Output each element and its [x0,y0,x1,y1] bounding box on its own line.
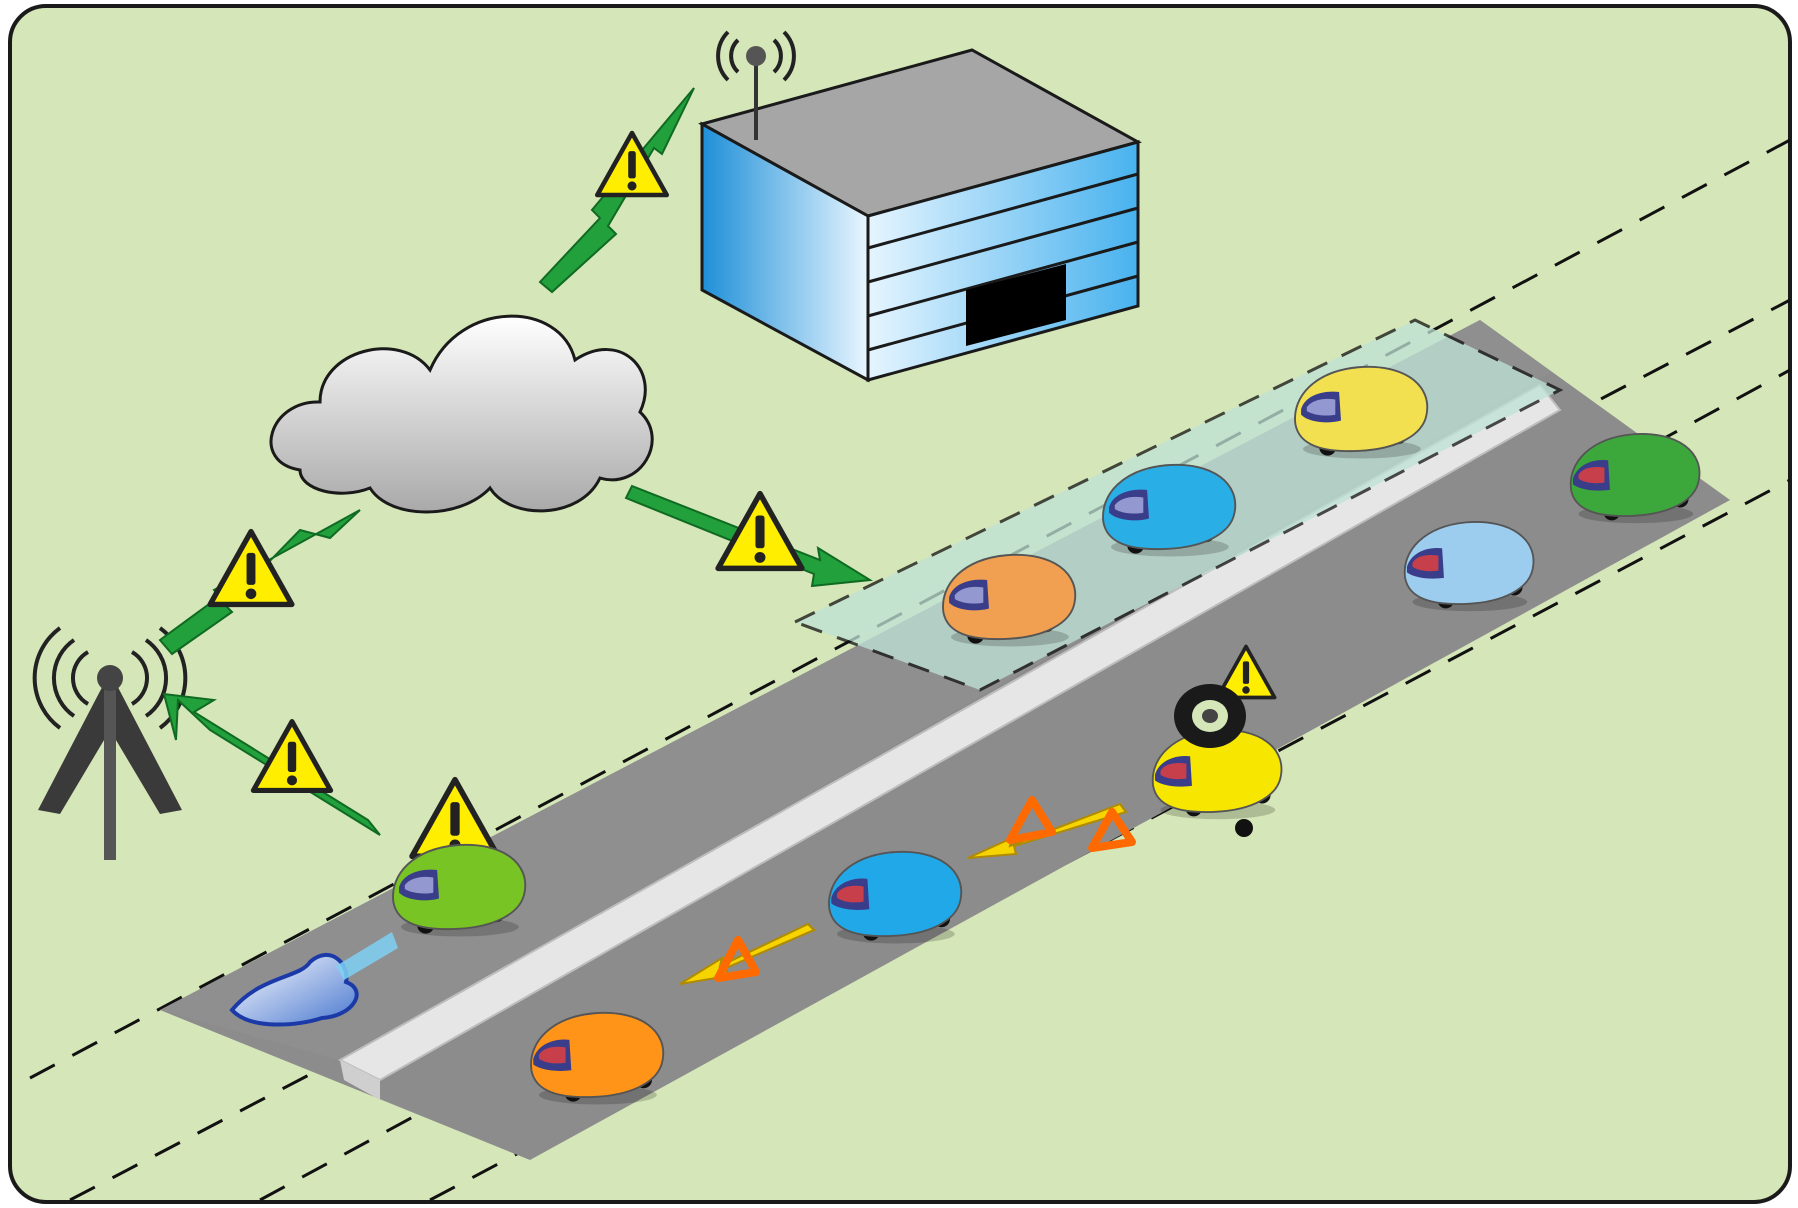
debris-dot [1235,819,1253,837]
tire-icon [1174,684,1246,748]
